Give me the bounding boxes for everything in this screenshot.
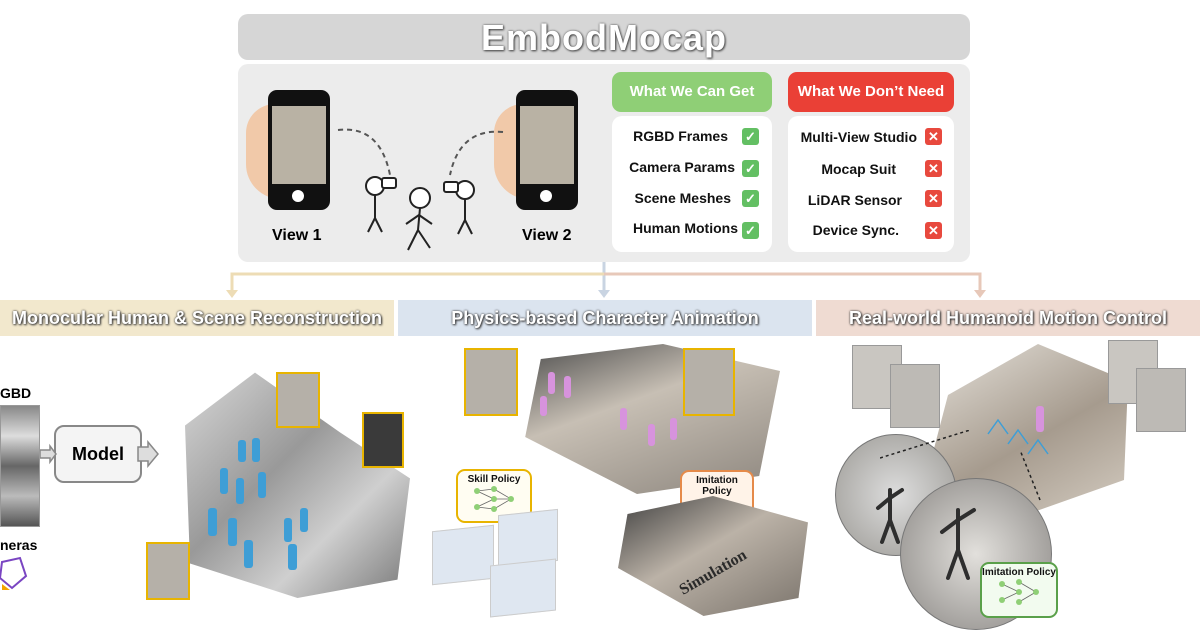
rgbd-label: GBD: [0, 385, 32, 401]
check-icon: ✓: [742, 190, 759, 207]
dont-need-item: Multi-View Studio: [800, 129, 917, 145]
check-icon: ✓: [742, 160, 759, 177]
imitation-policy-label: Imitation Policy: [696, 475, 738, 497]
robot-figures: [876, 488, 976, 580]
neural-network-icon: [474, 486, 514, 512]
dont-need-item: Mocap Suit: [821, 161, 896, 177]
rgbd-frames-stack: [0, 405, 40, 527]
rgb-thumbnail: [276, 372, 320, 428]
capture-scene-illustration: [337, 128, 504, 251]
walking-person-icon: [405, 187, 433, 251]
dont-need-header: What We Don’t Need: [788, 72, 954, 112]
section-reconstruction: Monocular Human & Scene Reconstruction: [0, 300, 394, 336]
page-title: EmbodMocap: [238, 14, 970, 60]
skill-clip-tile: [490, 558, 556, 618]
dashed-arrow-left: [337, 128, 391, 176]
rgb-thumbnail: [146, 542, 190, 600]
section-control: Real-world Humanoid Motion Control: [816, 300, 1200, 336]
neural-network-icon: [999, 579, 1039, 605]
view2-label: View 2: [522, 227, 572, 244]
dont-need-item: LiDAR Sensor: [807, 192, 902, 208]
character-figures: [540, 372, 677, 446]
imitation-policy-box-control: Imitation Policy: [980, 562, 1058, 618]
zoom-dotted-lines: [880, 430, 1041, 501]
can-get-header: What We Can Get: [612, 72, 772, 112]
phone-view2: [516, 90, 578, 210]
simulation-scene: [618, 496, 808, 616]
dashed-arrow-right: [449, 130, 504, 176]
section-animation: Physics-based Character Animation: [398, 300, 812, 336]
rgb-thumbnail: [362, 412, 404, 468]
rgb-thumbnail: [683, 348, 735, 416]
cross-icon: ✕: [925, 190, 942, 207]
can-get-item: Scene Meshes: [634, 190, 732, 206]
cross-icon: ✕: [925, 222, 942, 239]
dont-need-item: Device Sync.: [812, 222, 899, 238]
shutter-icon: [540, 190, 552, 202]
robot-photo: [890, 364, 940, 428]
rgb-thumbnail: [464, 348, 518, 416]
camera-person-right-icon: [443, 180, 475, 235]
cameras-label: neras: [0, 537, 38, 553]
animated-characters: [540, 372, 677, 446]
phone-view1: [268, 90, 330, 210]
camera-person-left-icon: [365, 176, 397, 233]
camera-trajectory-icon: [0, 556, 28, 590]
can-get-item: Camera Params: [629, 159, 735, 175]
cross-icon: ✕: [925, 160, 942, 177]
cross-icon: ✕: [925, 128, 942, 145]
can-get-item: RGBD Frames: [633, 128, 728, 144]
check-icon: ✓: [742, 222, 759, 239]
imitation-policy-label: Imitation Policy: [982, 567, 1056, 578]
branch-connectors: [226, 262, 986, 298]
human-figures: [208, 438, 308, 570]
skill-clip-tile: [432, 524, 494, 586]
phone-screen-view1: [272, 106, 326, 184]
view1-label: View 1: [272, 227, 322, 244]
can-get-item: Human Motions: [633, 220, 738, 236]
shutter-icon: [292, 190, 304, 202]
model-arrows: [40, 440, 159, 468]
reconstructed-humans: [208, 438, 308, 570]
robot-motion-trace: [987, 406, 1049, 455]
check-icon: ✓: [742, 128, 759, 145]
phone-screen-view2: [520, 106, 574, 184]
skill-policy-label: Skill Policy: [467, 474, 521, 485]
robot-photo: [1136, 368, 1186, 432]
